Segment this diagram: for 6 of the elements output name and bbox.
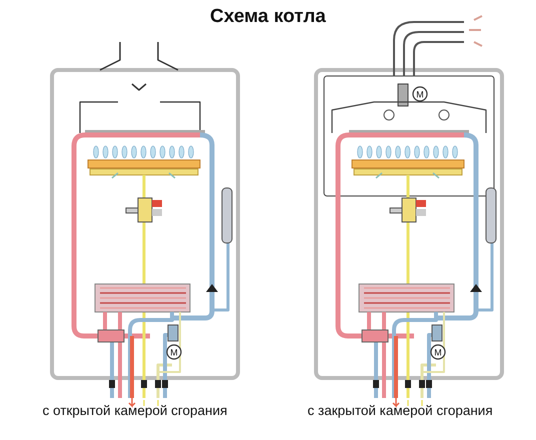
diagram-caption: с открытой камерой сгорания	[42, 403, 228, 418]
diagram-title: Схема котла	[210, 6, 326, 28]
diagram-caption: с закрытой камерой сгорания	[308, 403, 493, 418]
motor-symbol: M	[412, 86, 428, 102]
motor-symbol: M	[430, 344, 446, 360]
motor-symbol: M	[166, 344, 182, 360]
